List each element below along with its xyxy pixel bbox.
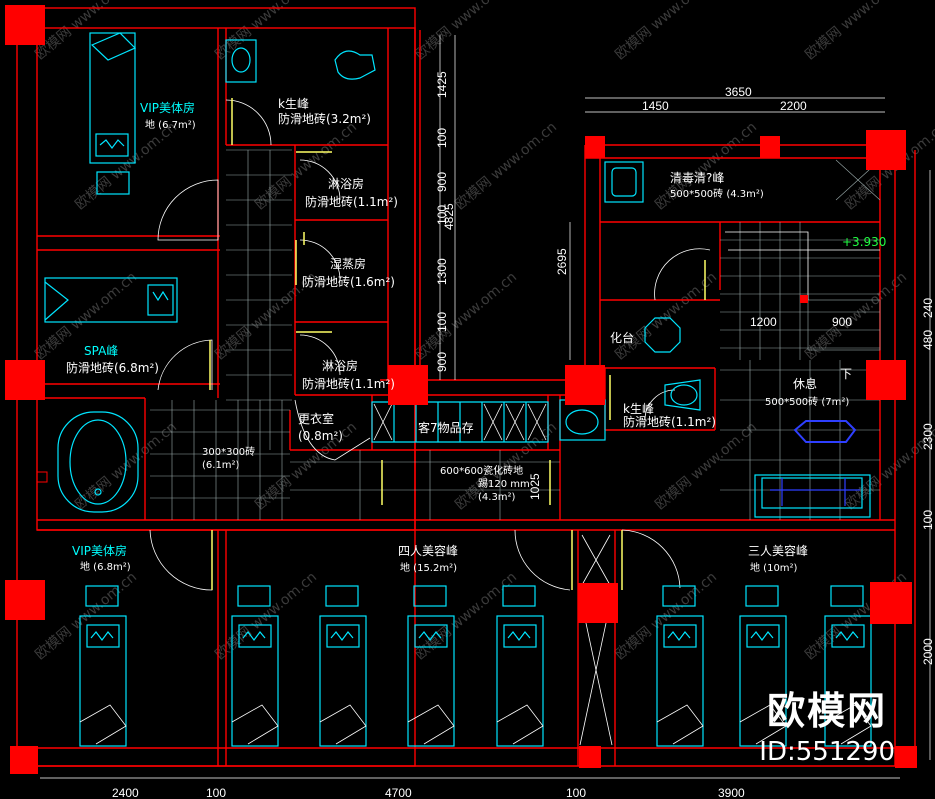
room-hall-name: 600*600瓷化砖地 — [440, 464, 523, 477]
elevation-mark: +3.930 — [842, 235, 886, 249]
watermark-text: 欧模网 www.om.cn — [612, 0, 720, 63]
room-labels: VIP美体房 地 (6.7m²) k生峰 防滑地砖(3.2m²) 淋浴房 防滑地… — [66, 97, 849, 574]
room-hall-sub: 踢120 mm — [478, 478, 530, 490]
dim-bottom-2400: 2400 — [112, 786, 139, 799]
room-corridor-area: (6.1m²) — [202, 460, 240, 471]
dim-top-right: 2200 — [780, 99, 807, 113]
dim-top-left: 1450 — [642, 99, 669, 113]
watermark-text: 欧模网 www.om.cn — [802, 0, 910, 63]
beauty-bed — [496, 585, 544, 747]
beauty-bed — [407, 585, 455, 747]
room-toilet2-name: k生峰 — [623, 402, 654, 416]
beauty-beds — [79, 585, 872, 747]
room-three-name: 三人美容峰 — [748, 543, 808, 558]
room-disinfect-name: 清毒清?峰 — [670, 171, 724, 185]
columns — [5, 5, 917, 774]
room-corridor-name: 300*300砖 — [202, 445, 255, 458]
dim-vert-total: 4825 — [442, 203, 456, 230]
watermark-text: 欧模网 www.om.cn — [212, 0, 320, 63]
dim-right-2000: 2000 — [921, 638, 935, 665]
room-disinfect-area: 500*500砖 (4.3m²) — [670, 187, 764, 200]
brand-id: ID:551290 — [759, 737, 895, 767]
dim-stair-900: 900 — [832, 315, 852, 329]
dim-right-240: 240 — [921, 298, 935, 318]
room-steam-name: 湿蒸房 — [330, 256, 366, 271]
dim-stair-1200: 1200 — [750, 315, 777, 329]
room-steam-area: 防滑地砖(1.6m²) — [302, 274, 395, 289]
dim-bottom-3900: 3900 — [718, 786, 745, 799]
room-rest-area: 500*500砖 (7m²) — [765, 395, 849, 408]
dim-vert-3: 100 — [435, 205, 449, 225]
dim-bottom-100a: 100 — [206, 786, 226, 799]
beauty-bed — [319, 585, 367, 747]
stair-down-label: 下 — [840, 367, 852, 381]
doors — [149, 99, 711, 591]
watermark-text: 欧模网 www.om.cn — [72, 119, 180, 213]
dim-vert-5: 100 — [435, 312, 449, 332]
watermark-text: 欧模网 www.om.cn — [412, 0, 520, 63]
dim-vert-0: 1425 — [435, 71, 449, 98]
beauty-bed — [824, 585, 872, 747]
dim-vert-6: 900 — [435, 352, 449, 372]
room-four-name: 四人美容峰 — [398, 543, 458, 558]
room-shower1-name: 淋浴房 — [328, 176, 364, 191]
room-locker-area: (0.8m²) — [298, 429, 343, 443]
dim-2695: 2695 — [555, 248, 569, 275]
brand-watermark: 欧模网 ID:551290 — [759, 680, 895, 767]
dim-vert-2: 900 — [435, 172, 449, 192]
dim-right-480: 480 — [921, 330, 935, 350]
beauty-bed — [79, 585, 127, 747]
room-three-area: 地 (10m²) — [750, 561, 798, 574]
dim-bottom-4700: 4700 — [385, 786, 412, 799]
dim-vert-4: 1300 — [435, 258, 449, 285]
room-shower1-area: 防滑地砖(1.1m²) — [305, 194, 398, 209]
door-leaves — [209, 98, 706, 590]
beauty-bed — [656, 585, 704, 747]
dim-top-total: 3650 — [725, 85, 752, 99]
watermark-text: 欧模网 www.om.cn — [652, 419, 760, 513]
dimension-labels: 3650 1450 2200 4825 1425 100 900 100 130… — [112, 71, 935, 799]
room-toilet1-area: 防滑地砖(3.2m²) — [278, 111, 371, 126]
room-locker-name: 更衣室 — [298, 411, 334, 426]
room-shower2-area: 防滑地砖(1.1m²) — [302, 376, 395, 391]
room-rest-name: 休息 — [793, 376, 817, 391]
dim-1025: 1025 — [528, 473, 542, 500]
watermark-text: 欧模网 www.om.cn — [802, 269, 910, 363]
room-makeup-name: 化台 — [610, 330, 634, 345]
room-shower2-name: 淋浴房 — [322, 358, 358, 373]
room-vip2-name: VIP美体房 — [72, 543, 127, 558]
room-toilet2-area: 防滑地砖(1.1m²) — [623, 414, 716, 429]
dim-bottom-100b: 100 — [566, 786, 586, 799]
room-toilet1-name: k生峰 — [278, 97, 309, 111]
room-vip2-area: 地 (6.8m²) — [80, 560, 131, 573]
room-vip1-name: VIP美体房 — [140, 100, 195, 115]
beauty-bed — [739, 585, 787, 747]
room-spa-area: 防滑地砖(6.8m²) — [66, 360, 159, 375]
room-storage-name: 客7物品存 — [418, 420, 474, 435]
watermark-text: 欧模网 www.om.cn — [612, 269, 720, 363]
room-hall-area: (4.3m²) — [478, 492, 516, 503]
room-four-area: 地 (15.2m²) — [400, 561, 457, 574]
dim-right-2300: 2300 — [921, 423, 935, 450]
dim-right-100: 100 — [921, 510, 935, 530]
room-vip1-area: 地 (6.7m²) — [145, 118, 196, 131]
dim-vert-1: 100 — [435, 128, 449, 148]
room-spa-name: SPA峰 — [84, 344, 118, 358]
brand-name: 欧模网 — [767, 689, 888, 733]
watermark-text: 欧模网 www.om.cn — [412, 269, 520, 363]
dimension-lines — [40, 35, 931, 779]
watermark-text: 欧模网 www.om.cn — [452, 119, 560, 213]
beauty-bed — [231, 585, 279, 747]
